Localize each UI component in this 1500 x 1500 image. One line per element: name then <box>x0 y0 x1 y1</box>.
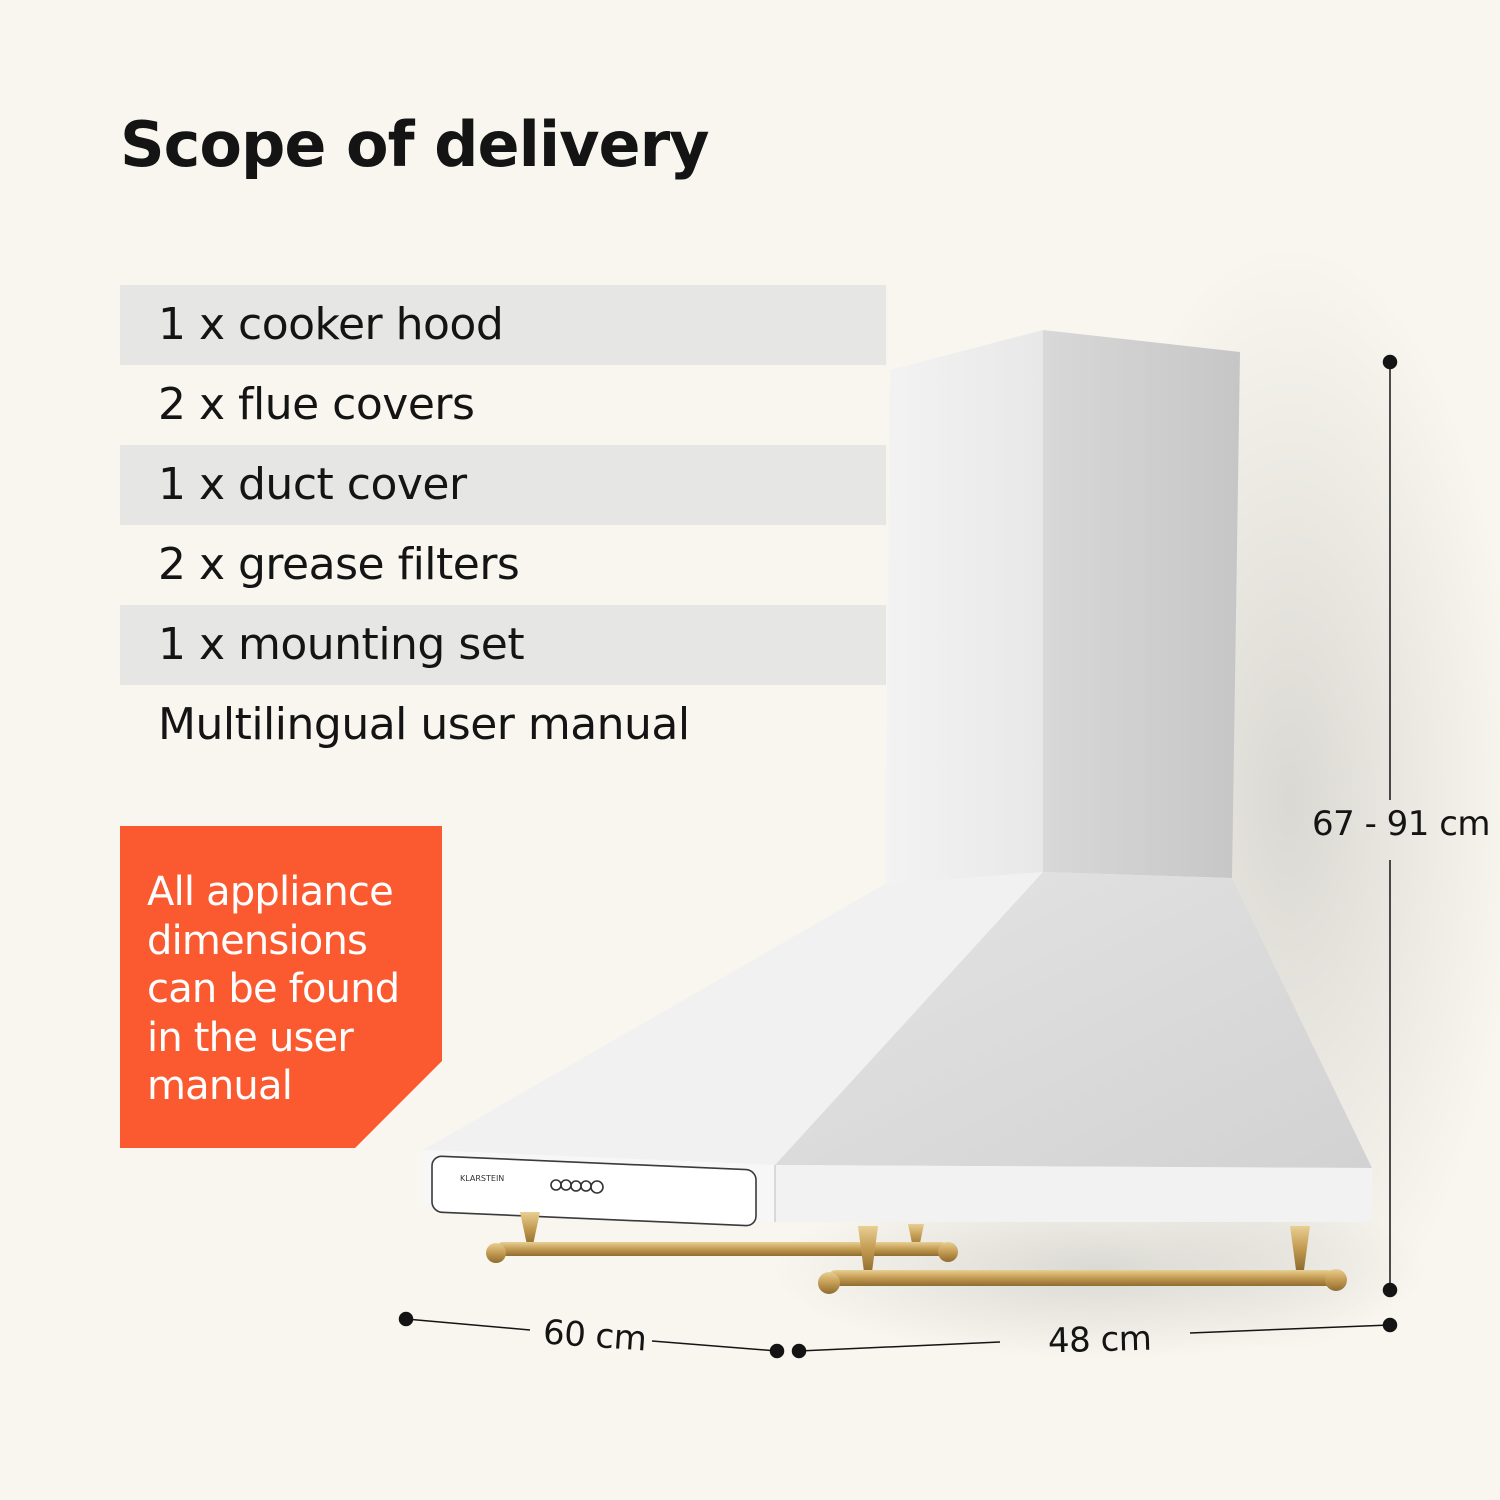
width-dimension-label: 60 cm <box>541 1312 648 1360</box>
control-panel <box>431 1155 757 1227</box>
delivery-list: 1 x cooker hood 2 x flue covers 1 x duct… <box>120 285 886 765</box>
control-buttons <box>550 1179 604 1194</box>
notice-text: All appliance dimensions can be found in… <box>147 869 400 1109</box>
rail-rear <box>486 1212 958 1263</box>
canopy-right <box>775 872 1372 1168</box>
chimney-front <box>885 330 1043 884</box>
brand-logo: KLARSTEIN <box>460 1174 504 1183</box>
page-title: Scope of delivery <box>120 108 710 181</box>
fascia-side <box>775 1165 1372 1222</box>
rail-front <box>818 1226 1347 1294</box>
chimney-side <box>1043 330 1240 878</box>
dimension-lines <box>398 354 1398 1359</box>
list-item: 1 x duct cover <box>120 445 886 525</box>
depth-dimension-label: 48 cm <box>1047 1318 1152 1362</box>
list-item: 2 x flue covers <box>158 379 475 430</box>
list-item: 2 x grease filters <box>158 539 520 590</box>
list-item: Multilingual user manual <box>158 699 690 750</box>
list-item: 1 x mounting set <box>120 605 886 685</box>
dimensions-notice: All appliance dimensions can be found in… <box>120 826 442 1148</box>
canopy-left <box>423 872 1043 1165</box>
light-button <box>590 1180 604 1194</box>
list-item: 1 x cooker hood <box>120 285 886 365</box>
height-dimension-label: 67 - 91 cm <box>1312 804 1491 844</box>
